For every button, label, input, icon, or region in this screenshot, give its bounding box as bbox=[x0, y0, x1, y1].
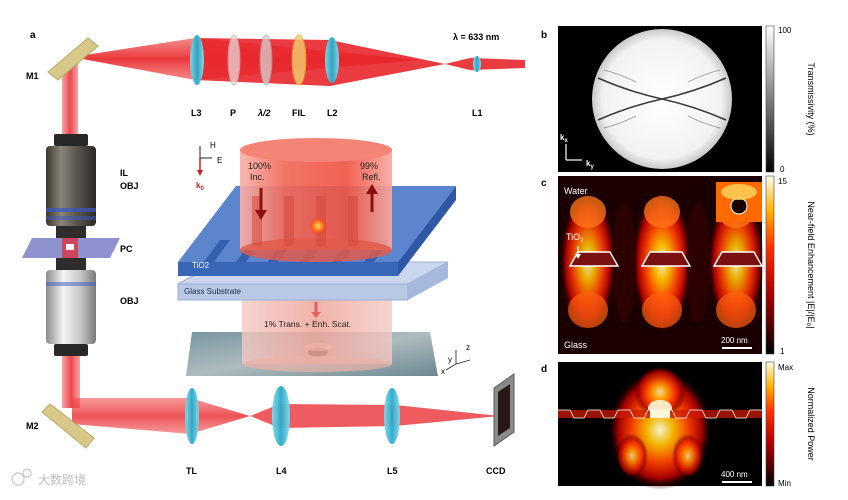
colorbar-b bbox=[766, 26, 774, 172]
label-e: E bbox=[217, 156, 222, 165]
inset-field bbox=[716, 182, 762, 222]
label-m1: M1 bbox=[26, 71, 39, 81]
label-l1: L1 bbox=[472, 108, 483, 118]
colorbar-c bbox=[766, 176, 774, 354]
lens-l4 bbox=[272, 386, 290, 446]
label-l2: L2 bbox=[327, 108, 338, 118]
label-fil: FIL bbox=[292, 108, 306, 118]
colorbar-d-max: Max bbox=[778, 363, 793, 372]
photonic-crystal-sample bbox=[22, 238, 120, 258]
grating-outline-d bbox=[558, 410, 762, 418]
label-p: P bbox=[230, 108, 236, 118]
colorbar-b-label: Transmissivity (%) bbox=[806, 62, 816, 135]
colorbar-d-min: Min bbox=[778, 479, 791, 488]
panel-b-letter: b bbox=[541, 30, 547, 41]
ccd-camera bbox=[494, 374, 514, 446]
label-incident-word: Inc. bbox=[250, 172, 265, 182]
label-pc: PC bbox=[120, 244, 133, 254]
label-k: k0 bbox=[196, 181, 204, 192]
label-tl: TL bbox=[186, 466, 197, 476]
label-il: IL bbox=[120, 168, 129, 178]
label-axis-x: x bbox=[441, 367, 445, 376]
label-tio2: TiO2 bbox=[192, 261, 210, 270]
label-transmission: 1% Trans. + Enh. Scat. bbox=[264, 319, 351, 329]
scalebar-c-label: 200 nm bbox=[721, 336, 748, 345]
label-half-wave: λ/2 bbox=[257, 108, 271, 118]
panel-d: d 400 nm Max Min Normalized Power bbox=[541, 362, 816, 490]
watermark-text: 大数跨境 bbox=[38, 472, 86, 487]
colorbar-c-min: 1 bbox=[780, 347, 785, 356]
label-l5: L5 bbox=[387, 466, 398, 476]
colorbar-c-label: Near-field Enhancement |E|/|E₀| bbox=[806, 201, 816, 328]
tio2-ridges bbox=[570, 252, 762, 266]
filter bbox=[292, 35, 306, 85]
polarization-axes bbox=[197, 146, 212, 176]
label-incident-pct: 100% bbox=[248, 161, 271, 171]
label-obj-bottom: OBJ bbox=[120, 296, 139, 306]
panel-c: c Water Glass TiO2 bbox=[541, 176, 816, 356]
half-wave-plate bbox=[260, 35, 272, 85]
colorbar-b-min: 0 bbox=[780, 165, 785, 174]
label-glass: Glass bbox=[564, 340, 588, 350]
colorbar-d bbox=[766, 362, 774, 486]
label-h: H bbox=[210, 141, 216, 150]
label-reflected-word: Refl. bbox=[362, 172, 381, 182]
hotspot-glow bbox=[309, 217, 327, 235]
colorbar-b-max: 100 bbox=[778, 26, 792, 35]
watermark: 大数跨境 bbox=[12, 469, 86, 487]
collection-objective bbox=[46, 258, 96, 356]
panel-a: a M1 L3 P bbox=[22, 30, 525, 476]
colorbar-c-max: 15 bbox=[778, 177, 787, 186]
label-wavelength: λ = 633 nm bbox=[453, 32, 499, 42]
lens-l2 bbox=[325, 37, 339, 83]
label-l4: L4 bbox=[276, 466, 287, 476]
panel-c-letter: c bbox=[541, 178, 547, 189]
illumination-objective bbox=[46, 134, 96, 238]
label-axis-z: z bbox=[466, 343, 470, 352]
colorbar-d-label: Normalized Power bbox=[806, 387, 816, 461]
label-reflected-pct: 99% bbox=[360, 161, 378, 171]
panel-b: b kx ky 100 0 Transmissivity (%) bbox=[541, 26, 816, 174]
label-m2: M2 bbox=[26, 421, 39, 431]
panel-a-letter: a bbox=[30, 30, 36, 41]
label-ccd: CCD bbox=[486, 466, 506, 476]
label-obj-top: OBJ bbox=[120, 181, 139, 191]
scalebar-d-label: 400 nm bbox=[721, 470, 748, 479]
grating-inset: 100% Inc. 99% Refl. TiO2 Glass Substrate… bbox=[178, 138, 470, 376]
label-axis-y: y bbox=[448, 355, 452, 364]
lens-l1 bbox=[473, 56, 481, 72]
label-water: Water bbox=[564, 186, 588, 196]
panel-d-letter: d bbox=[541, 364, 547, 375]
label-glass-substrate: Glass Substrate bbox=[184, 287, 241, 296]
lens-l3 bbox=[190, 35, 204, 85]
lens-tl bbox=[185, 388, 199, 444]
polarizer bbox=[228, 35, 240, 85]
label-l3: L3 bbox=[191, 108, 202, 118]
lens-l5 bbox=[384, 388, 400, 444]
